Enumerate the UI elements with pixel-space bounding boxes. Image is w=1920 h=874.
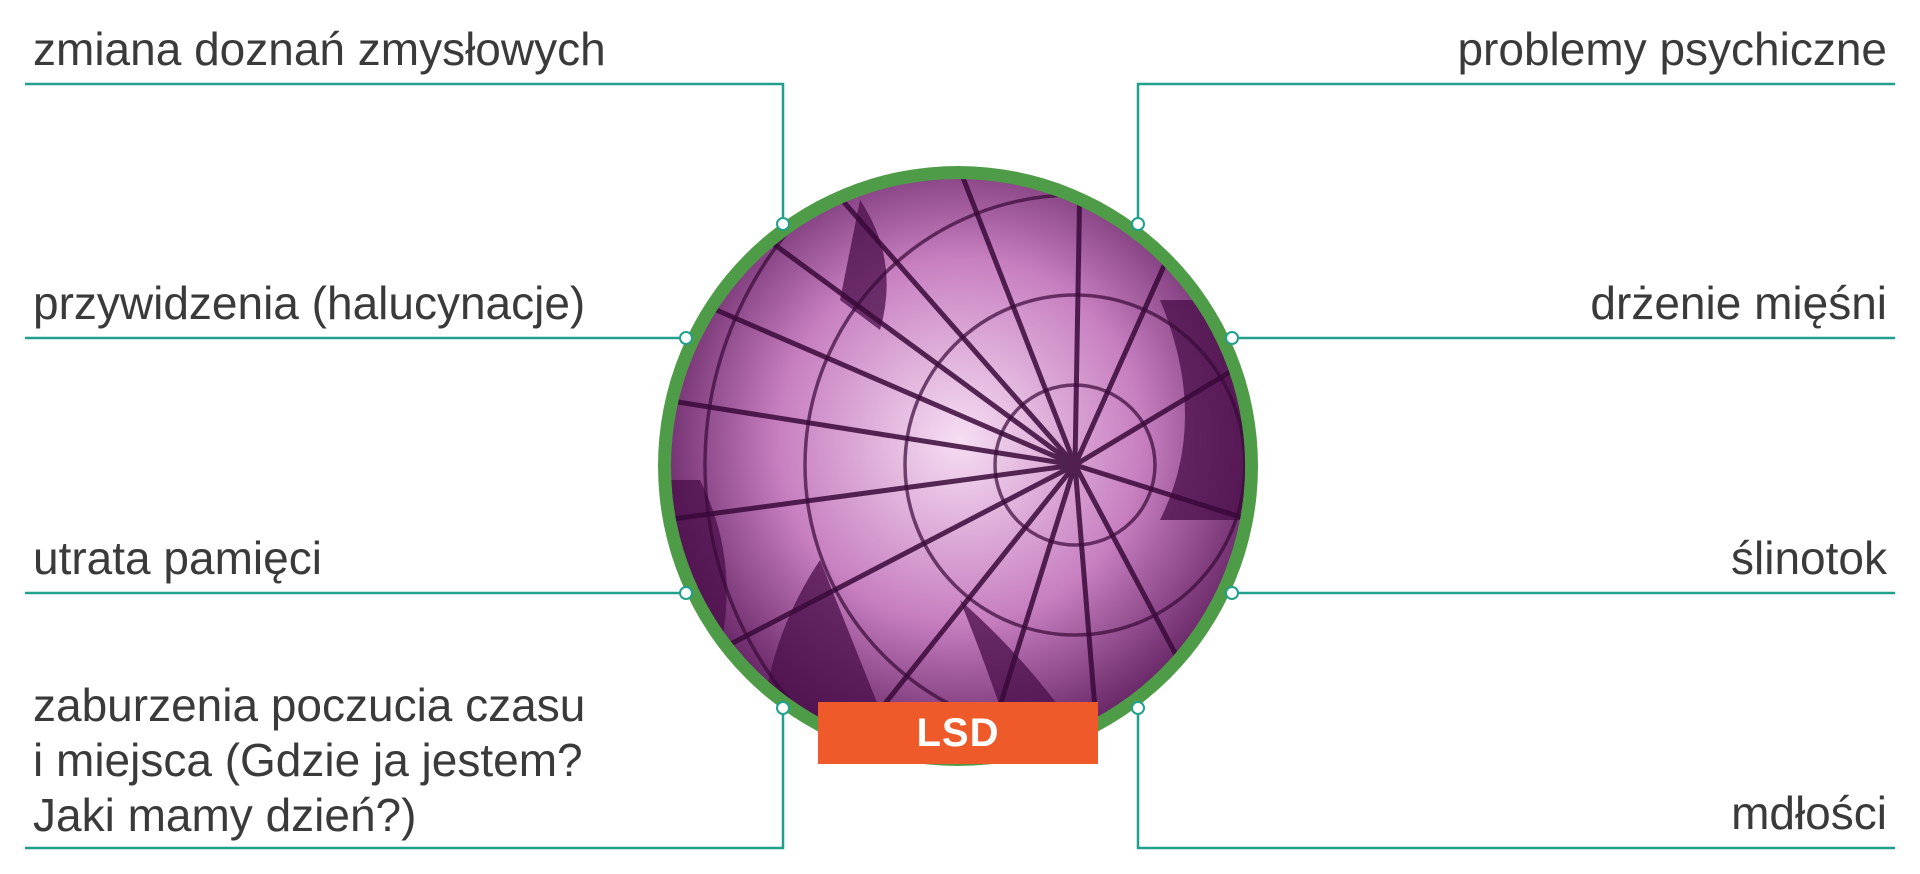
dot-right-3	[1225, 586, 1239, 600]
effect-left-1: zmiana doznań zmysłowych	[33, 23, 606, 75]
dot-left-3	[679, 586, 693, 600]
effect-right-2: drżenie mięśni	[1590, 277, 1887, 329]
dot-left-4	[776, 701, 790, 715]
effect-left-3: utrata pamięci	[33, 532, 322, 584]
dot-left-2	[679, 331, 693, 345]
connector-right-4	[1136, 708, 1895, 850]
effect-right-4: mdłości	[1731, 787, 1887, 839]
connector-left-1	[25, 82, 785, 224]
dot-right-4	[1131, 701, 1145, 715]
substance-badge: LSD	[818, 702, 1098, 764]
connector-right-1	[1136, 82, 1895, 224]
connector-lines	[25, 82, 1895, 850]
connector-dots	[679, 217, 1239, 715]
dot-right-1	[1131, 217, 1145, 231]
connector-left-4	[25, 708, 785, 850]
effect-left-4: zaburzenia poczucia czasu i miejsca (Gdz…	[33, 679, 586, 841]
effect-left-2: przywidzenia (halucynacje)	[33, 277, 586, 329]
effect-right-3: ślinotok	[1731, 532, 1887, 584]
dot-right-2	[1225, 331, 1239, 345]
effect-right-1: problemy psychiczne	[1457, 23, 1887, 75]
dot-left-1	[776, 217, 790, 231]
